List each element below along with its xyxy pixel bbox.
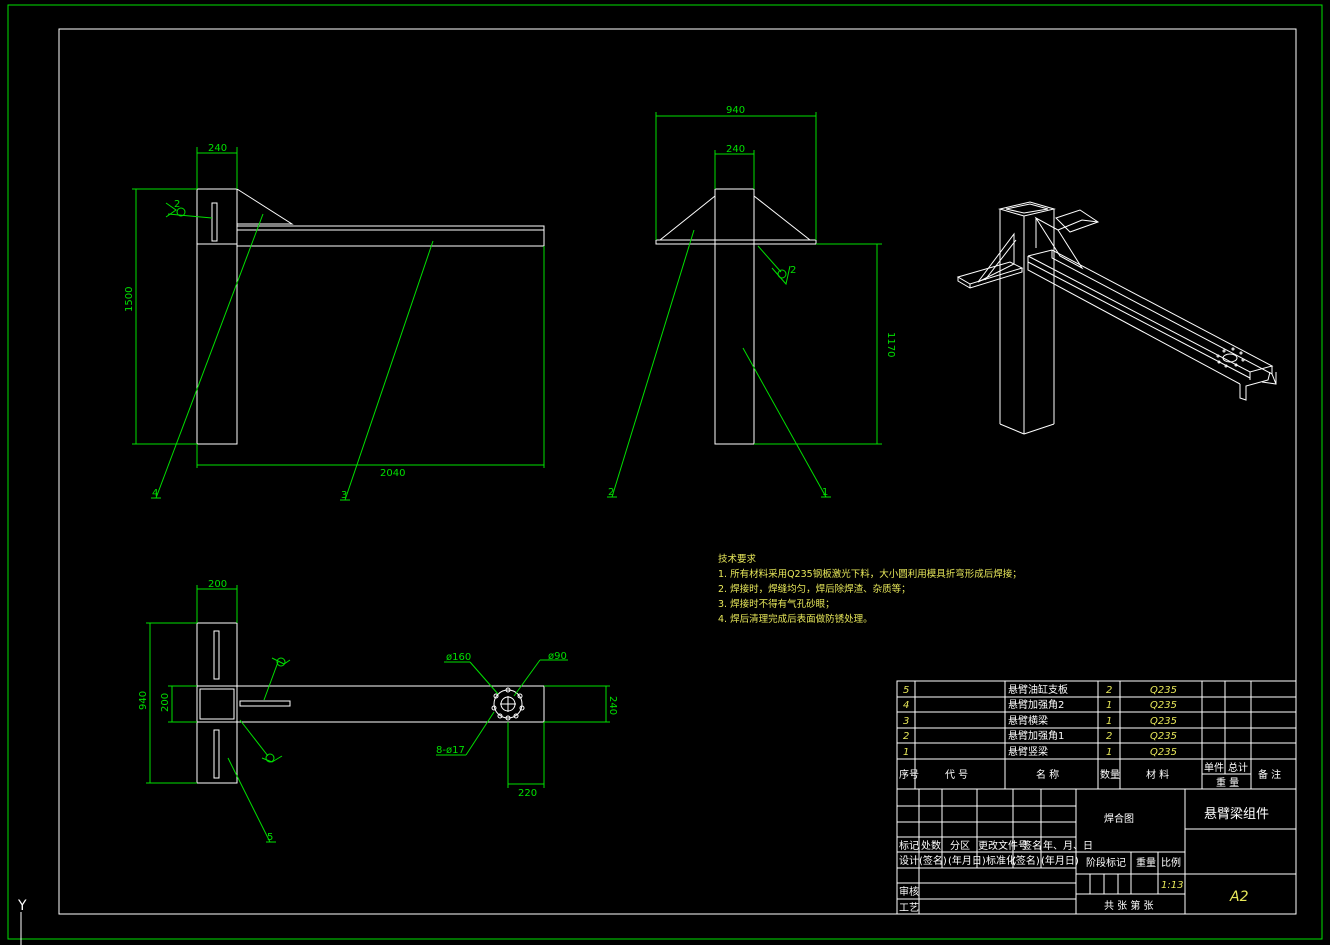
- note-item: 4. 焊后清理完成后表面做防锈处理。: [718, 614, 873, 625]
- svg-text:(年月日): (年月日): [1041, 854, 1079, 867]
- top-part-5: 5: [267, 832, 273, 843]
- svg-text:共 张 第 张: 共 张 第 张: [1104, 899, 1154, 912]
- side-part-2: 2: [608, 487, 614, 498]
- isometric-view: [956, 201, 1277, 435]
- svg-text:(签名): (签名): [919, 854, 947, 867]
- top-dim-inner: 200: [160, 693, 171, 712]
- sheet-inner-border: [58, 28, 1297, 915]
- sheet-size: A2: [1229, 889, 1249, 905]
- note-item: 3. 焊接时不得有气孔砂眼；: [718, 599, 835, 610]
- drawing-title: 悬臂梁组件: [1204, 807, 1269, 822]
- svg-text:2: 2: [903, 731, 909, 742]
- svg-text:悬臂加强角1: 悬臂加强角1: [1008, 729, 1064, 742]
- svg-text:1: 1: [903, 747, 909, 758]
- svg-text:代 号: 代 号: [945, 769, 968, 781]
- svg-text:(签名): (签名): [1012, 854, 1040, 867]
- top-dim-total: 940: [138, 691, 149, 710]
- top-view: 200 940 200 240 220 ø160 ø90 8-ø17: [138, 579, 618, 843]
- parts-row-1: 5 悬臂油缸支板 2 Q235: [903, 683, 1177, 696]
- axis-label: Y: [17, 898, 27, 914]
- side-dim-total: 940: [726, 105, 745, 116]
- svg-text:悬臂加强角2: 悬臂加强角2: [1008, 698, 1064, 711]
- svg-text:悬臂横梁: 悬臂横梁: [1008, 714, 1048, 727]
- parts-row-4: 2 悬臂加强角1 2 Q235: [903, 729, 1177, 742]
- top-dia-inner: ø90: [548, 651, 567, 662]
- front-weld-label: 2: [174, 199, 180, 210]
- svg-text:2: 2: [1106, 731, 1112, 742]
- side-part-1: 1: [822, 487, 828, 498]
- front-dim-length: 2040: [380, 468, 405, 479]
- svg-text:阶段标记: 阶段标记: [1086, 856, 1126, 869]
- side-dim-height: 1170: [885, 332, 896, 357]
- note-item: 1. 所有材料采用Q235钢板激光下料，大小圆利用模具折弯形成后焊接；: [718, 569, 1022, 580]
- svg-text:5: 5: [903, 685, 909, 696]
- svg-text:Q235: Q235: [1150, 700, 1177, 711]
- svg-text:审核: 审核: [899, 885, 919, 898]
- front-view: 2 240 1500 2040 4 3: [124, 143, 545, 501]
- parts-header: 序号 代 号 名 称 数量 材 料 单件 总计 重 量 备 注: [899, 761, 1281, 789]
- svg-text:Q235: Q235: [1150, 731, 1177, 742]
- svg-text:悬臂油缸支板: 悬臂油缸支板: [1008, 683, 1068, 696]
- note-item: 2. 焊接时，焊缝均匀，焊后除焊渣、杂质等；: [718, 584, 911, 595]
- side-view: 2 940 240 1170 2 1: [607, 105, 896, 498]
- svg-text:Q235: Q235: [1150, 747, 1177, 758]
- parts-row-5: 1 悬臂竖梁 1 Q235: [903, 745, 1177, 758]
- svg-text:材 料: 材 料: [1146, 768, 1169, 781]
- svg-text:备 注: 备 注: [1258, 768, 1281, 781]
- ucs-axis-icon: Y: [17, 898, 27, 945]
- svg-text:序号: 序号: [899, 768, 919, 781]
- svg-text:(年月日): (年月日): [948, 854, 986, 867]
- svg-text:数量: 数量: [1100, 768, 1120, 781]
- svg-text:4: 4: [903, 700, 909, 711]
- svg-text:更改文件号: 更改文件号: [978, 839, 1028, 852]
- title-block: 5 悬臂油缸支板 2 Q235 4 悬臂加强角2 1 Q235 3 悬臂横梁 1…: [896, 680, 1297, 915]
- top-holes: 8-ø17: [436, 745, 465, 756]
- svg-text:重量: 重量: [1136, 856, 1156, 869]
- side-dim-width: 240: [726, 144, 745, 155]
- top-dia-outer: ø160: [446, 652, 471, 663]
- svg-text:总计: 总计: [1228, 761, 1248, 774]
- svg-text:签名: 签名: [1022, 839, 1042, 852]
- svg-text:年、月、日: 年、月、日: [1043, 839, 1093, 852]
- svg-text:1: 1: [1106, 747, 1112, 758]
- svg-text:分区: 分区: [950, 840, 970, 852]
- svg-text:1: 1: [1106, 700, 1112, 711]
- top-dim-offset: 220: [518, 788, 537, 799]
- svg-text:标准化: 标准化: [986, 854, 1016, 867]
- front-part-4: 4: [152, 488, 158, 499]
- svg-text:Q235: Q235: [1150, 685, 1177, 696]
- front-dim-height: 1500: [124, 287, 135, 312]
- notes-title: 技术要求: [718, 554, 757, 565]
- svg-text:悬臂竖梁: 悬臂竖梁: [1008, 745, 1048, 758]
- svg-text:比例: 比例: [1161, 856, 1181, 869]
- drawing-type: 焊合图: [1104, 812, 1134, 825]
- svg-text:工艺: 工艺: [899, 902, 919, 914]
- technical-requirements: 技术要求 1. 所有材料采用Q235钢板激光下料，大小圆利用模具折弯形成后焊接；…: [718, 552, 1022, 627]
- parts-row-2: 4 悬臂加强角2 1 Q235: [903, 698, 1177, 711]
- svg-text:重 量: 重 量: [1216, 776, 1239, 789]
- sheet-outer-border: [7, 4, 1323, 940]
- svg-text:Q235: Q235: [1150, 716, 1177, 727]
- svg-text:标记: 标记: [899, 840, 919, 852]
- drawing-scale: 1:13: [1161, 880, 1183, 891]
- side-weld-label: 2: [790, 265, 796, 276]
- svg-text:设计: 设计: [899, 854, 919, 867]
- front-part-3: 3: [341, 490, 347, 501]
- svg-text:名 称: 名 称: [1036, 768, 1059, 781]
- svg-text:1: 1: [1106, 716, 1112, 727]
- svg-text:单件: 单件: [1204, 762, 1224, 774]
- front-dim-width: 240: [208, 143, 227, 154]
- svg-text:2: 2: [1106, 685, 1112, 696]
- parts-row-3: 3 悬臂横梁 1 Q235: [903, 714, 1177, 727]
- top-dim-end: 240: [607, 696, 618, 715]
- svg-text:处数: 处数: [921, 839, 941, 852]
- svg-text:3: 3: [903, 716, 909, 727]
- top-dim-width: 200: [208, 579, 227, 590]
